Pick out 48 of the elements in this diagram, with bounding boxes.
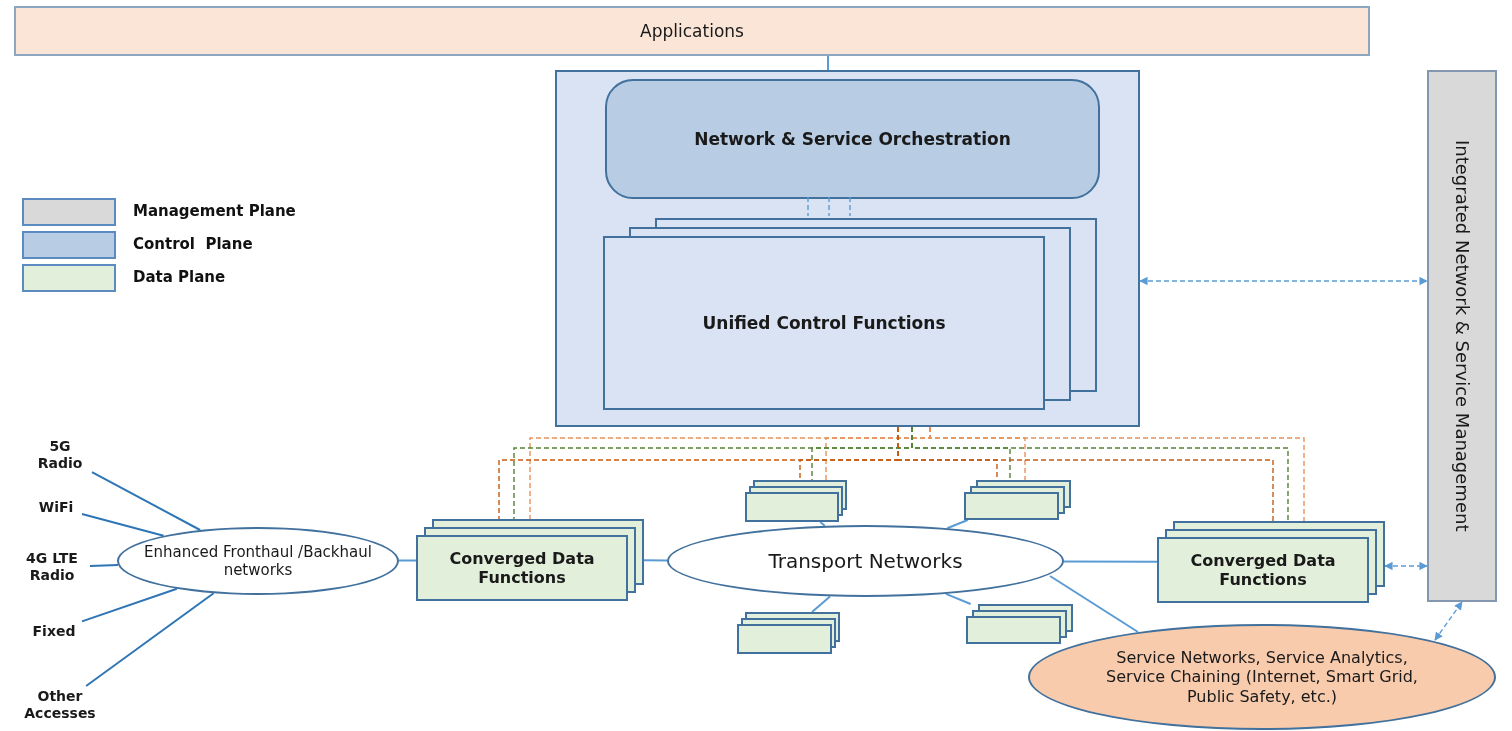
legend-label: Management Plane (133, 202, 296, 220)
connector-line (944, 592, 972, 605)
arrow (1434, 601, 1463, 641)
data-function-stack (964, 480, 1071, 520)
connector-line (849, 196, 851, 217)
connector-line (398, 559, 417, 562)
node-label: Converged Data Functions (448, 548, 596, 588)
arrow (1384, 561, 1428, 571)
connector-line (81, 513, 165, 537)
connector-line (81, 587, 178, 623)
legend-label: Data Plane (133, 268, 226, 286)
connector-line (85, 592, 215, 687)
management-bar (1427, 70, 1497, 602)
node-label: Enhanced Fronthaul /Backhaul networks (143, 543, 373, 579)
node-label: Service Networks, Service Analytics, Service Chaining (Internet, Smart Grid, Public Safety, etc.) (1105, 648, 1419, 706)
data-function-stack (745, 480, 847, 522)
connector-line (643, 559, 668, 562)
node-label: 4G LTE Radio (25, 550, 79, 584)
connector-line (946, 519, 969, 530)
data-function-stack (966, 604, 1073, 644)
node-label: Integrated Network & Service Management (1451, 140, 1473, 532)
application-bar (14, 6, 1370, 56)
node-label: Network & Service Orchestration (694, 128, 1011, 150)
connector-line (827, 55, 829, 71)
node-label: Fixed (32, 622, 76, 640)
connector-line (1063, 560, 1158, 563)
legend-label: Control Plane (133, 235, 253, 253)
data-function-stack (416, 519, 644, 601)
connector-line (828, 196, 830, 217)
node-label: Unified Control Functions (701, 312, 947, 334)
connector-line (811, 595, 831, 613)
control-plane-panel (555, 70, 1140, 427)
node-label: Other Accesses (23, 688, 97, 722)
arrow (1139, 276, 1428, 286)
node-label: WiFi (38, 498, 74, 516)
connector-line (89, 564, 119, 567)
orchestration-box (605, 79, 1100, 199)
connector-line (1049, 575, 1139, 633)
control-function-stack (603, 218, 1097, 410)
connector-line (807, 196, 809, 217)
node-label: Applications (640, 20, 744, 42)
node-label: Converged Data Functions (1189, 550, 1337, 590)
node-label: Transport Networks (768, 549, 963, 573)
data-function-stack (1157, 521, 1385, 603)
data-function-stack (737, 612, 840, 654)
connector-line (91, 471, 202, 531)
node-label: 5G Radio (36, 438, 84, 472)
connector-line (819, 521, 826, 527)
